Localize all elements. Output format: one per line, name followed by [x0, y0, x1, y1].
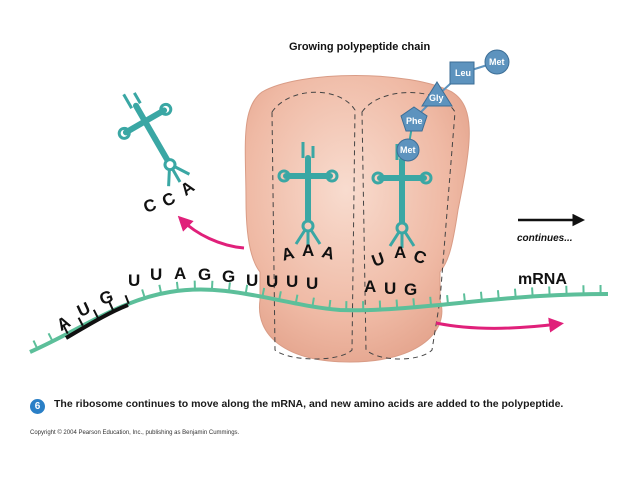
mrna-tick: [92, 309, 99, 319]
mrna-nuc-5: U: [150, 265, 162, 284]
amino-acid-met-1-label: Met: [489, 57, 505, 67]
mrna-tick: [261, 287, 266, 297]
caption: 6 The ribosome continues to move along t…: [30, 398, 590, 414]
mrna-tick: [141, 289, 146, 299]
exiting-anticodon-2: C: [159, 188, 178, 210]
mrna-tick: [124, 294, 130, 305]
amino-acid-gly-label: Gly: [429, 93, 444, 103]
mrna-tick: [496, 290, 500, 300]
mrna-nuc-4: U: [128, 271, 140, 290]
amino-acid-met-2-label: Met: [400, 145, 416, 155]
mrna-tick: [446, 295, 449, 305]
mrna-tick: [513, 288, 517, 298]
exit-arrow: [177, 215, 245, 250]
e-site-outline: [271, 91, 356, 360]
mrna-tick: [278, 291, 282, 301]
mrna-sequence: A U G U U A G G U U U U: [54, 264, 319, 335]
mrna-tick: [479, 291, 483, 301]
mrna-nuc-10: U: [266, 272, 278, 291]
p-site-codon: A U G: [364, 277, 417, 299]
start-codon-segment: [64, 303, 129, 340]
mrna-tick: [531, 287, 534, 297]
mrna-nuc-9: U: [246, 271, 258, 290]
mrna-nuc-11: U: [286, 272, 298, 291]
mrna-tick: [429, 296, 433, 306]
trna-p-anticodon-1: U: [369, 249, 387, 271]
mrna-tick: [463, 293, 466, 303]
p-site-outline: [361, 92, 456, 360]
amino-acid-leu-label: Leu: [455, 68, 471, 78]
mrna-strand: [29, 280, 609, 354]
amino-acid-phe: [400, 106, 428, 132]
mrna-nuc-2: U: [74, 298, 93, 320]
mrna-tick: [328, 299, 332, 310]
trna-e-anticodon-2: A: [302, 241, 314, 260]
step-badge: 6: [30, 399, 45, 414]
mrna-tick: [412, 298, 416, 308]
polypeptide-chain: Growing polypeptide chain Met Leu Gly Ph…: [289, 41, 510, 162]
caption-text: The ribosome continues to move along the…: [54, 398, 564, 410]
p-codon-1: A: [364, 277, 376, 296]
mrna-nuc-3: G: [97, 286, 116, 308]
mrna-tick: [47, 332, 54, 342]
mrna-tick: [77, 317, 84, 327]
trna-e-anticodon-3: A: [320, 242, 337, 264]
amino-acid-leu: [449, 61, 475, 85]
ribosome: [244, 75, 470, 363]
trna-exiting: C C A: [103, 77, 205, 217]
mrna-movement-arrow: [435, 317, 564, 333]
trna-p-anticodon-3: C: [411, 246, 429, 268]
amino-acid-met-1: [484, 49, 510, 75]
mrna-tick: [158, 284, 163, 294]
trna-p-anticodon-2: A: [394, 243, 406, 262]
mrna-tick: [62, 325, 69, 335]
p-codon-2: U: [384, 279, 396, 298]
amino-acid-gly: [421, 81, 453, 107]
p-codon-3: G: [404, 280, 417, 299]
trna-e-site: A A A: [279, 142, 337, 265]
mrna-tick: [227, 282, 231, 292]
mrna-tick: [294, 294, 299, 304]
mrna-tick: [32, 340, 39, 350]
mrna-tick: [395, 299, 399, 309]
trna-p-site: U A C: [369, 144, 431, 271]
mrna-nuc-8: G: [222, 267, 235, 286]
mrna-tick: [108, 301, 115, 311]
amino-acid-phe-label: Phe: [406, 116, 423, 126]
copyright-notice: Copyright © 2004 Pearson Education, Inc.…: [30, 430, 240, 436]
amino-acid-met-2: [396, 138, 420, 162]
mrna-tick: [175, 281, 179, 291]
mrna-nuc-6: A: [174, 264, 186, 283]
mrna-label: mRNA: [518, 271, 567, 288]
growing-chain-label: Growing polypeptide chain: [289, 41, 430, 53]
mrna-nuc-12: U: [306, 274, 318, 293]
continues-label: continues...: [517, 233, 573, 244]
exiting-anticodon-1: C: [141, 195, 159, 217]
trna-e-anticodon-1: A: [280, 243, 297, 265]
mrna-tick: [311, 297, 315, 307]
mrna-tick: [244, 284, 249, 294]
mrna-nuc-7: G: [198, 265, 211, 284]
